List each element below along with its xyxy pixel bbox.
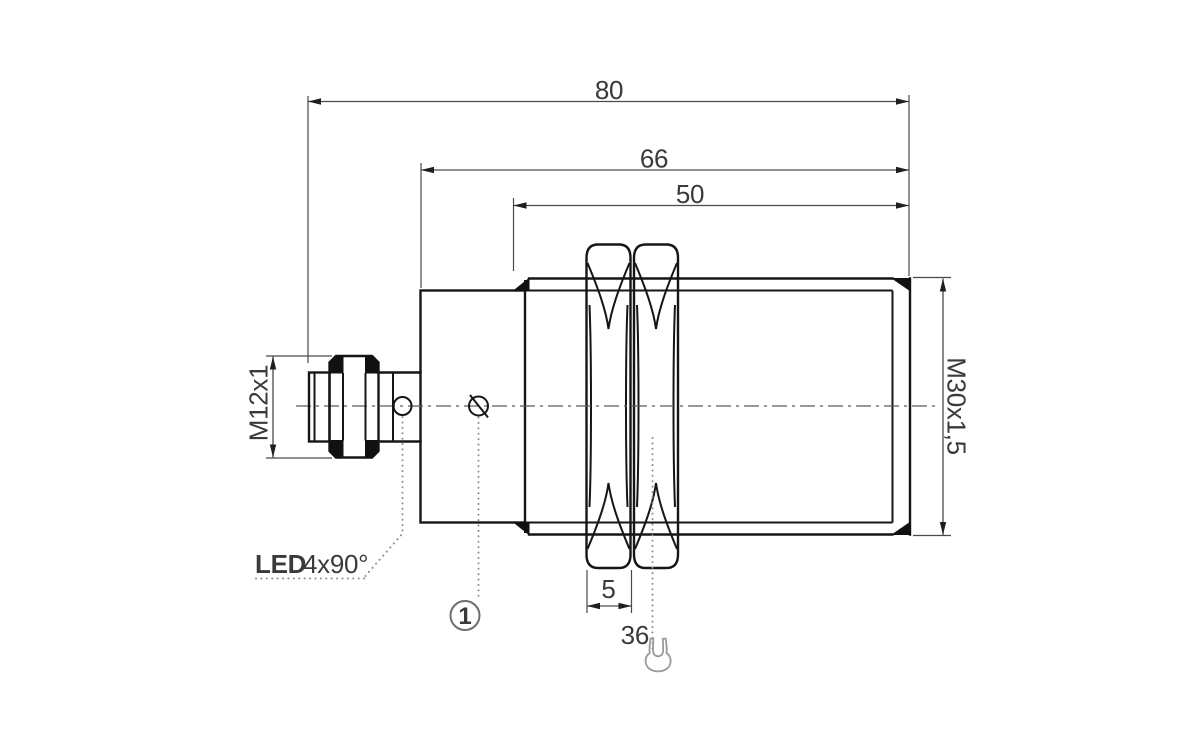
callout-number: 1 [458, 603, 471, 630]
nut-1-outline [585, 243, 632, 570]
dimension-overall-length: 80 [307, 75, 910, 363]
dimension-connector-thread: M12x1 [244, 355, 332, 459]
chamfer-bottom-left [512, 522, 530, 536]
nut-1-upper-facet [586, 262, 631, 330]
screw-head-circle [468, 395, 489, 417]
connector-chamfer-bottom-left [329, 440, 344, 458]
chamfer-top-left [512, 277, 530, 291]
nut-1-lower-facet [586, 482, 631, 550]
led-indicator-circle [392, 396, 413, 416]
dimension-mounting-thread: M30x1,5 [913, 276, 972, 537]
arrow-right-icon [896, 202, 909, 209]
connector-chamfer-top-left [329, 355, 344, 374]
arrow-left-icon [421, 166, 434, 174]
nut-2-outline [632, 243, 680, 570]
arrow-down-icon [939, 522, 947, 535]
dimension-text-66: 66 [640, 144, 668, 174]
dimension-text-80: 80 [595, 75, 623, 105]
connector-end [307, 354, 422, 459]
arrow-left-icon [513, 202, 527, 209]
sensor-body [419, 277, 912, 536]
dimension-nut-width: 5 [586, 570, 633, 613]
dimension-text-m12x1: M12x1 [244, 365, 274, 442]
adjustment-screw [468, 394, 489, 419]
led-angle-label: 4x90° [303, 549, 368, 579]
screw-slot-line [469, 394, 489, 419]
arrow-up-icon [269, 356, 277, 370]
arrow-up-icon [939, 278, 947, 292]
callout-1-badge: 1 [449, 600, 481, 631]
dimension-text-m30x15: M30x1,5 [942, 357, 972, 455]
callout-circle [449, 600, 481, 631]
dimension-thread-length: 50 [512, 179, 909, 271]
led-label: LED [255, 549, 306, 579]
wrench-size-text: 36 [621, 620, 649, 650]
arrow-right-icon [896, 166, 909, 174]
open-end-wrench-icon [644, 637, 672, 673]
connector-plug-tip [307, 371, 331, 443]
nut-2-lower-facet [634, 482, 678, 550]
nut-2-upper-facet [634, 262, 678, 330]
arrow-left-icon [308, 98, 321, 105]
arrow-right-icon [618, 602, 632, 610]
chamfer-bottom-right [890, 521, 911, 535]
connector-chamfer-bottom-right [365, 440, 379, 458]
led-annotation: LED 4x90° [255, 549, 369, 579]
dimension-housing-length: 66 [420, 144, 909, 288]
arrow-down-icon [269, 444, 277, 458]
arrow-left-icon [587, 602, 600, 610]
arrow-right-icon [896, 98, 909, 105]
chamfer-top-right [890, 278, 911, 292]
connector-chamfer-top-right [365, 355, 379, 374]
dimension-text-50: 50 [676, 179, 704, 209]
led-leader-line [363, 416, 404, 578]
wrench-size-annotation: 36 [621, 620, 672, 673]
dimension-text-5: 5 [601, 574, 615, 604]
